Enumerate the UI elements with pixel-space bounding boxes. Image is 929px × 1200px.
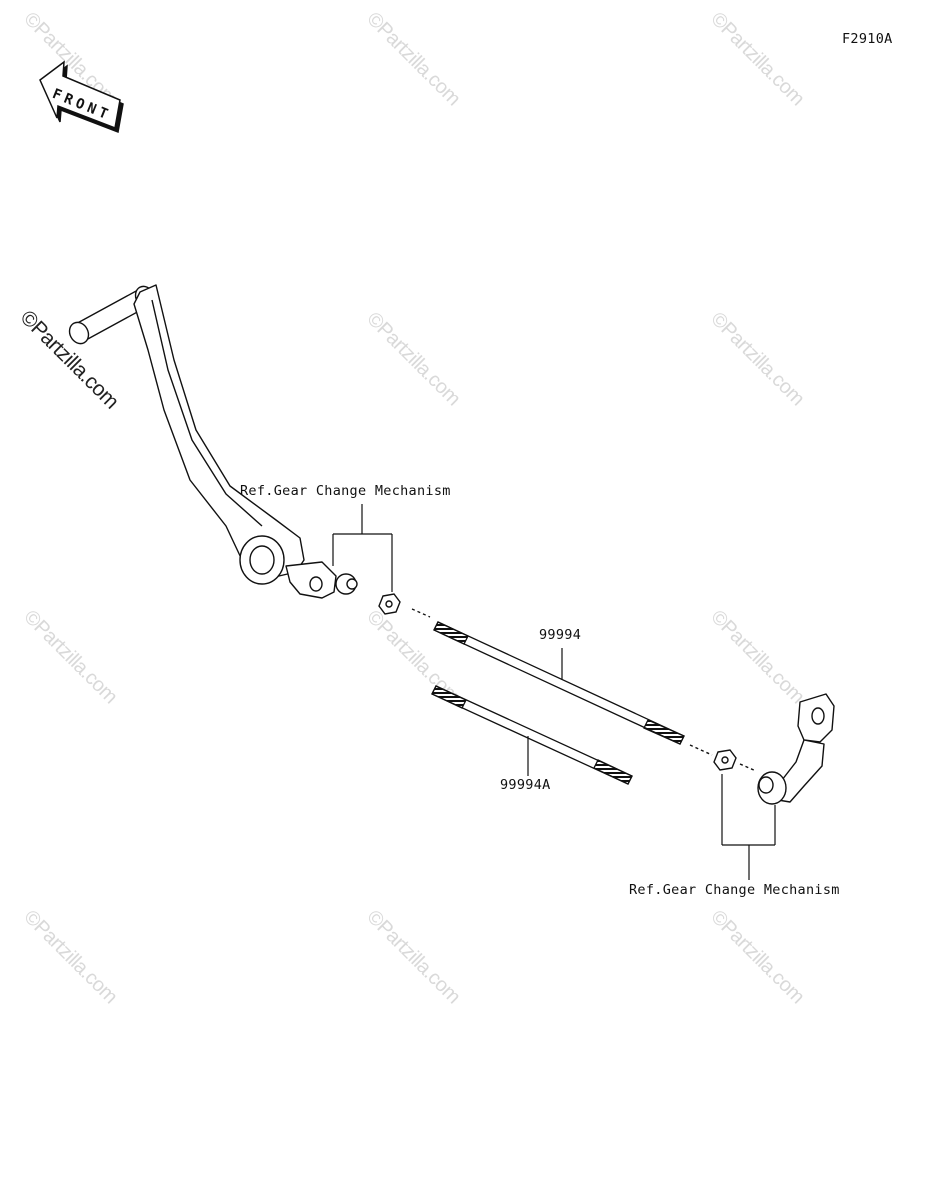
part-number-99994: 99994 (539, 627, 582, 643)
shift-lever (757, 693, 835, 805)
nut-lower (689, 744, 757, 772)
rod-short (431, 685, 633, 785)
leader-lines (332, 504, 776, 880)
reference-label-upper: Ref.Gear Change Mechanism (240, 483, 451, 499)
part-number-99994A: 99994A (500, 777, 551, 793)
nut-upper (378, 593, 401, 615)
shift-pedal (68, 284, 358, 599)
reference-label-lower: Ref.Gear Change Mechanism (629, 882, 840, 898)
rod-long (411, 608, 685, 745)
front-arrow-icon (39, 60, 124, 134)
figure-code: F2910A (842, 31, 893, 47)
